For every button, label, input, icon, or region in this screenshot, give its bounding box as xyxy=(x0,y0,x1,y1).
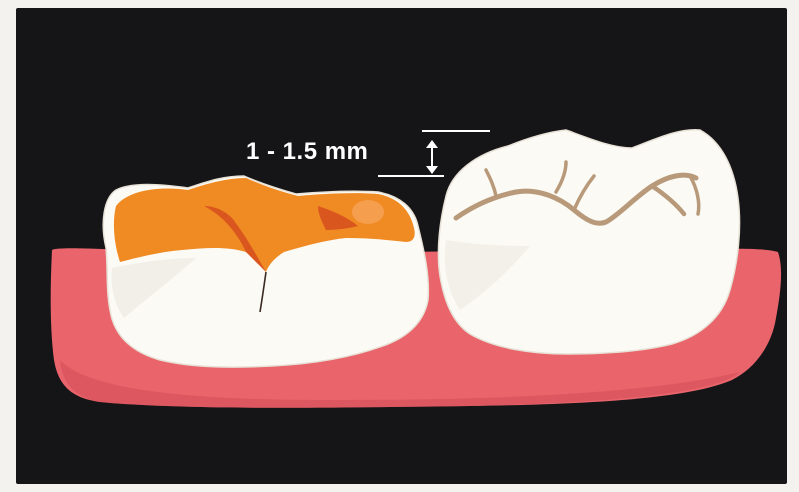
measurement-arrow-down xyxy=(426,166,438,174)
measurement-arrow-up xyxy=(426,140,438,148)
natural-molar xyxy=(438,130,739,354)
measurement-label: 1 - 1.5 mm xyxy=(246,138,368,166)
prepared-molar xyxy=(103,176,428,367)
cusp-highlight xyxy=(352,200,384,224)
natural-molar-crown xyxy=(438,130,739,354)
